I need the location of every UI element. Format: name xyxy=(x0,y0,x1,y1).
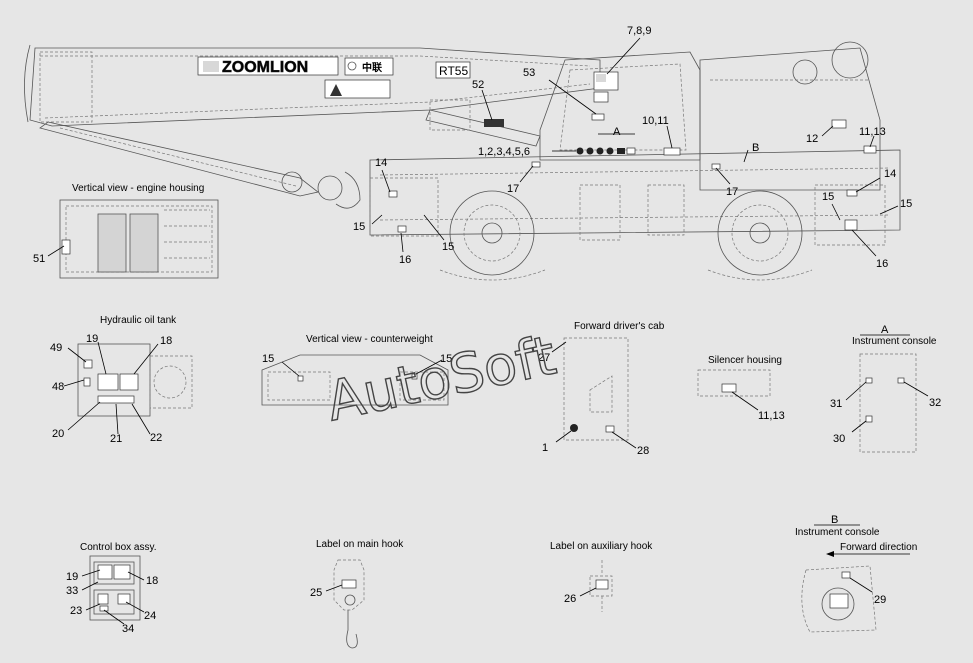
callout-30: 30 xyxy=(833,433,845,445)
callout-16-right: 16 xyxy=(876,258,888,270)
aux-hook-title: Label on auxiliary hook xyxy=(550,541,653,552)
console-a-letter: A xyxy=(881,324,889,336)
engine-housing-view: Vertical view - engine housing 51 xyxy=(33,183,219,279)
callout-31: 31 xyxy=(830,398,842,410)
callout-15-left: 15 xyxy=(353,221,365,233)
callout-32: 32 xyxy=(929,397,941,409)
callout-19-tank: 19 xyxy=(86,333,98,345)
callout-29: 29 xyxy=(874,594,886,606)
callout-1-6: 1,2,3,4,5,6 xyxy=(478,146,530,158)
callout-51: 51 xyxy=(33,253,45,265)
callout-15-counterweight-1: 15 xyxy=(262,353,274,365)
crane-side-view: ZOOMLION 中联 RT55 xyxy=(24,25,912,281)
callout-15-right: 15 xyxy=(822,191,834,203)
callout-33: 33 xyxy=(66,585,78,597)
callout-22: 22 xyxy=(150,432,162,444)
brand-cn-text: 中联 xyxy=(362,61,382,74)
callout-23: 23 xyxy=(70,605,82,617)
callout-48: 48 xyxy=(52,381,64,393)
callout-7-8-9: 7,8,9 xyxy=(627,25,651,37)
callout-17-left: 17 xyxy=(507,183,519,195)
callout-20: 20 xyxy=(52,428,64,440)
main-hook-title: Label on main hook xyxy=(316,539,404,550)
callout-25: 25 xyxy=(310,587,322,599)
callout-14-right: 14 xyxy=(884,168,896,180)
callout-1-cab: 1 xyxy=(542,442,548,454)
console-b-letter: B xyxy=(831,514,838,526)
hydraulic-tank-title: Hydraulic oil tank xyxy=(100,315,177,326)
main-hook-view: Label on main hook 25 xyxy=(310,539,404,649)
callout-view-b: B xyxy=(752,142,759,154)
engine-housing-title: Vertical view - engine housing xyxy=(72,183,204,194)
callout-34: 34 xyxy=(122,623,134,635)
callout-26: 26 xyxy=(564,593,576,605)
callout-11-13-top: 11,13 xyxy=(859,126,886,138)
instrument-console-b-view: B Instrument console Forward direction 2… xyxy=(795,514,917,633)
model-text: RT55 xyxy=(439,64,468,78)
callout-28: 28 xyxy=(637,445,649,457)
callout-49: 49 xyxy=(50,342,62,354)
control-box-title: Control box assy. xyxy=(80,542,157,553)
drivers-cab-title: Forward driver's cab xyxy=(574,321,665,332)
callout-12: 12 xyxy=(806,133,818,145)
drivers-cab-view: Forward driver's cab 27 1 28 xyxy=(538,321,665,457)
callout-15-counterweight-2: 15 xyxy=(440,353,452,365)
aux-hook-view: Label on auxiliary hook 26 xyxy=(550,541,653,612)
counterweight-title: Vertical view - counterweight xyxy=(306,334,433,345)
control-box-view: Control box assy. 19 33 18 23 24 34 xyxy=(66,542,158,635)
console-b-title: Instrument console xyxy=(795,527,880,538)
callout-19-box: 19 xyxy=(66,571,78,583)
hydraulic-tank-view: Hydraulic oil tank 49 48 19 18 20 21 22 xyxy=(50,315,193,445)
console-a-title: Instrument console xyxy=(852,336,937,347)
brand-text: ZOOMLION xyxy=(222,59,308,76)
callout-52: 52 xyxy=(472,79,484,91)
callout-10-11: 10,11 xyxy=(642,115,669,127)
silencer-housing-title: Silencer housing xyxy=(708,355,782,366)
callout-view-a: A xyxy=(613,126,621,138)
callout-15-right-2: 15 xyxy=(900,198,912,210)
callout-16-left: 16 xyxy=(399,254,411,266)
callout-24: 24 xyxy=(144,610,156,622)
callout-11-13-silencer: 11,13 xyxy=(758,410,785,422)
callout-18-tank: 18 xyxy=(160,335,172,347)
callout-14-left: 14 xyxy=(375,157,387,169)
callout-21: 21 xyxy=(110,433,122,445)
callout-15-left-2: 15 xyxy=(442,241,454,253)
callout-17-right: 17 xyxy=(726,186,738,198)
silencer-housing-view: Silencer housing 11,13 xyxy=(697,355,785,422)
callout-18-box: 18 xyxy=(146,575,158,587)
instrument-console-a-view: A Instrument console 31 32 30 xyxy=(830,324,941,453)
callout-27: 27 xyxy=(538,352,550,364)
counterweight-view: Vertical view - counterweight 15 15 xyxy=(261,334,452,406)
callout-53: 53 xyxy=(523,67,535,79)
forward-direction-label: Forward direction xyxy=(840,542,917,553)
